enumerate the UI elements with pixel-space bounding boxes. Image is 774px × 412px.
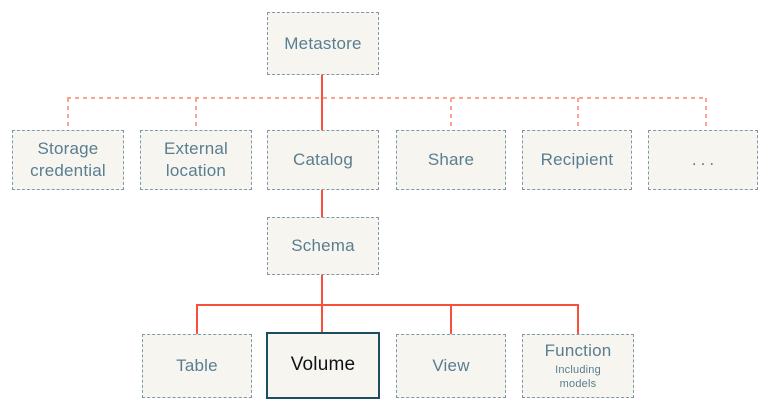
dashed-drop-storage-credential — [67, 98, 69, 130]
solid-drop-view — [450, 304, 452, 334]
dashed-drop-recipient — [577, 98, 579, 130]
node-more-label: ... — [691, 150, 719, 170]
dashed-drop-external-location — [195, 98, 197, 130]
edge-schema-rail — [321, 275, 323, 306]
solid-drop-function — [577, 304, 579, 334]
node-external-location: External location — [140, 130, 252, 190]
node-function-sublabel: Including models — [555, 364, 601, 391]
node-metastore-label: Metastore — [284, 33, 362, 53]
node-function: Function Including models — [522, 334, 634, 398]
node-more: ... — [648, 130, 758, 190]
edge-metastore-catalog — [321, 75, 323, 130]
node-share-label: Share — [427, 150, 475, 170]
dashed-rail-metastore-children — [67, 97, 707, 99]
node-storage-credential-label: Storage credential — [30, 139, 106, 180]
node-schema-label: Schema — [291, 236, 355, 256]
node-volume: Volume — [266, 332, 380, 399]
node-schema: Schema — [267, 217, 379, 275]
dashed-drop-share — [450, 98, 452, 130]
node-view-label: View — [432, 356, 470, 376]
solid-drop-table — [196, 304, 198, 334]
node-storage-credential: Storage credential — [12, 130, 124, 190]
node-function-label: Function — [544, 341, 612, 361]
node-table-label: Table — [176, 356, 218, 376]
node-recipient: Recipient — [522, 130, 632, 190]
node-volume-label: Volume — [290, 354, 356, 376]
node-catalog-label: Catalog — [293, 150, 353, 170]
solid-rail-schema-children — [196, 304, 579, 306]
solid-drop-volume — [321, 304, 323, 333]
node-recipient-label: Recipient — [540, 150, 614, 170]
node-catalog: Catalog — [267, 130, 379, 190]
node-metastore: Metastore — [267, 12, 379, 75]
node-share: Share — [396, 130, 506, 190]
dashed-drop-more — [705, 98, 707, 130]
node-external-location-label: External location — [164, 139, 228, 180]
edge-catalog-schema — [321, 190, 323, 218]
node-table: Table — [142, 334, 252, 398]
node-view: View — [396, 334, 506, 398]
